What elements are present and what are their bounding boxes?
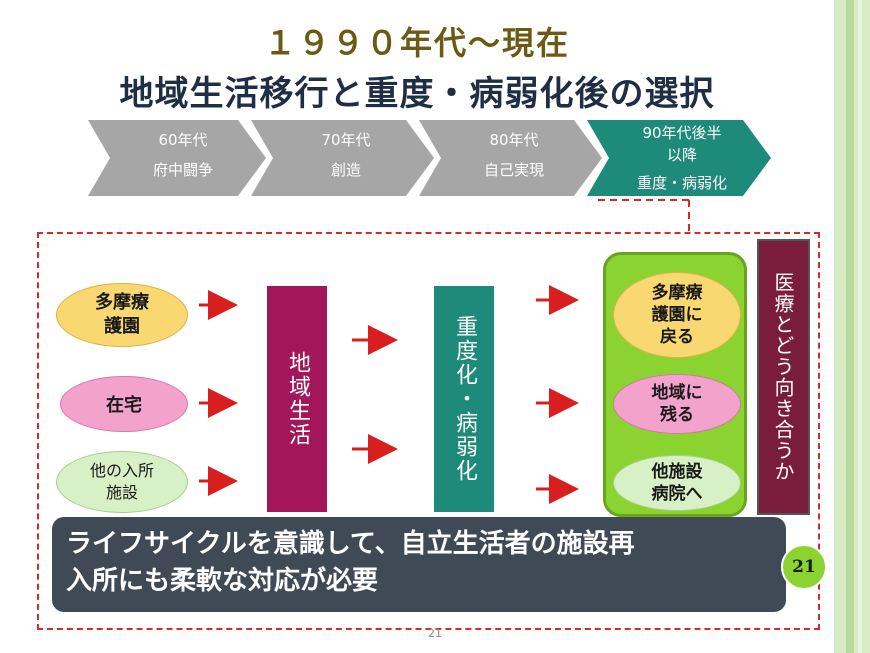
oval-other-hospital: 他施設 病院へ — [613, 455, 741, 511]
chevron-90s — [587, 120, 771, 196]
timeline-item-80s: 80年代 自己実現 — [439, 125, 589, 185]
timeline-item-70s: 70年代 創造 — [271, 125, 421, 185]
bar-jyudo-byojaku: 重度化・病弱化 — [434, 286, 494, 512]
footer-page-number: 21 — [428, 627, 442, 640]
timeline-70s-decade: 70年代 — [321, 131, 371, 149]
slide-title-main: 地域生活移行と重度・病弱化後の選択 — [119, 74, 715, 114]
oval-stay-chiiki: 地域に 残る — [613, 374, 741, 434]
bar-iryou: 医療とどう向き合うか — [757, 239, 810, 515]
timeline-item-90s: 90年代後半 以降 重度・病弱化 — [607, 122, 757, 194]
bar-chiiki-seikatsu: 地域生活 — [267, 286, 327, 512]
chevron-60s — [88, 120, 266, 196]
slide-title-period: １９９０年代～現在 — [263, 24, 570, 62]
message-line-1: ライフサイクルを意識して、自立生活者の施設再 — [66, 529, 635, 559]
dashed-frame — [37, 232, 820, 630]
oval-other-facility: 他の入所 施設 — [56, 451, 188, 513]
oval-tamaryougoen: 多摩療 護園 — [56, 283, 188, 347]
message-box: ライフサイクルを意識して、自立生活者の施設再 入所にも柔軟な対応が必要 — [52, 517, 786, 612]
timeline-chevrons — [88, 120, 771, 196]
timeline-60s-decade: 60年代 — [158, 131, 208, 149]
timeline-80s-decade: 80年代 — [489, 131, 539, 149]
timeline-70s-event: 創造 — [330, 161, 361, 179]
timeline-90s-event: 重度・病弱化 — [636, 174, 727, 192]
message-line-2: 入所にも柔軟な対応が必要 — [66, 566, 379, 596]
timeline-60s-event: 府中闘争 — [152, 161, 213, 179]
timeline-item-60s: 60年代 府中闘争 — [108, 125, 258, 185]
timeline-90s-decade: 90年代後半 — [642, 124, 722, 142]
chevron-80s — [419, 120, 602, 196]
oval-return-tamaryougoen: 多摩療 護園に 戻る — [613, 272, 741, 358]
right-decor-stripe — [846, 0, 854, 653]
timeline-80s-event: 自己実現 — [483, 161, 544, 179]
chevron-70s — [251, 120, 434, 196]
page-number-badge: 21 — [781, 544, 827, 590]
right-decor-stripe-light — [858, 0, 862, 653]
oval-zaitaku: 在宅 — [60, 376, 188, 432]
timeline: 60年代 府中闘争 70年代 創造 80年代 自己実現 90年代後半 以降 重度… — [88, 120, 778, 196]
timeline-90s-decade-suffix: 以降 — [666, 146, 697, 164]
